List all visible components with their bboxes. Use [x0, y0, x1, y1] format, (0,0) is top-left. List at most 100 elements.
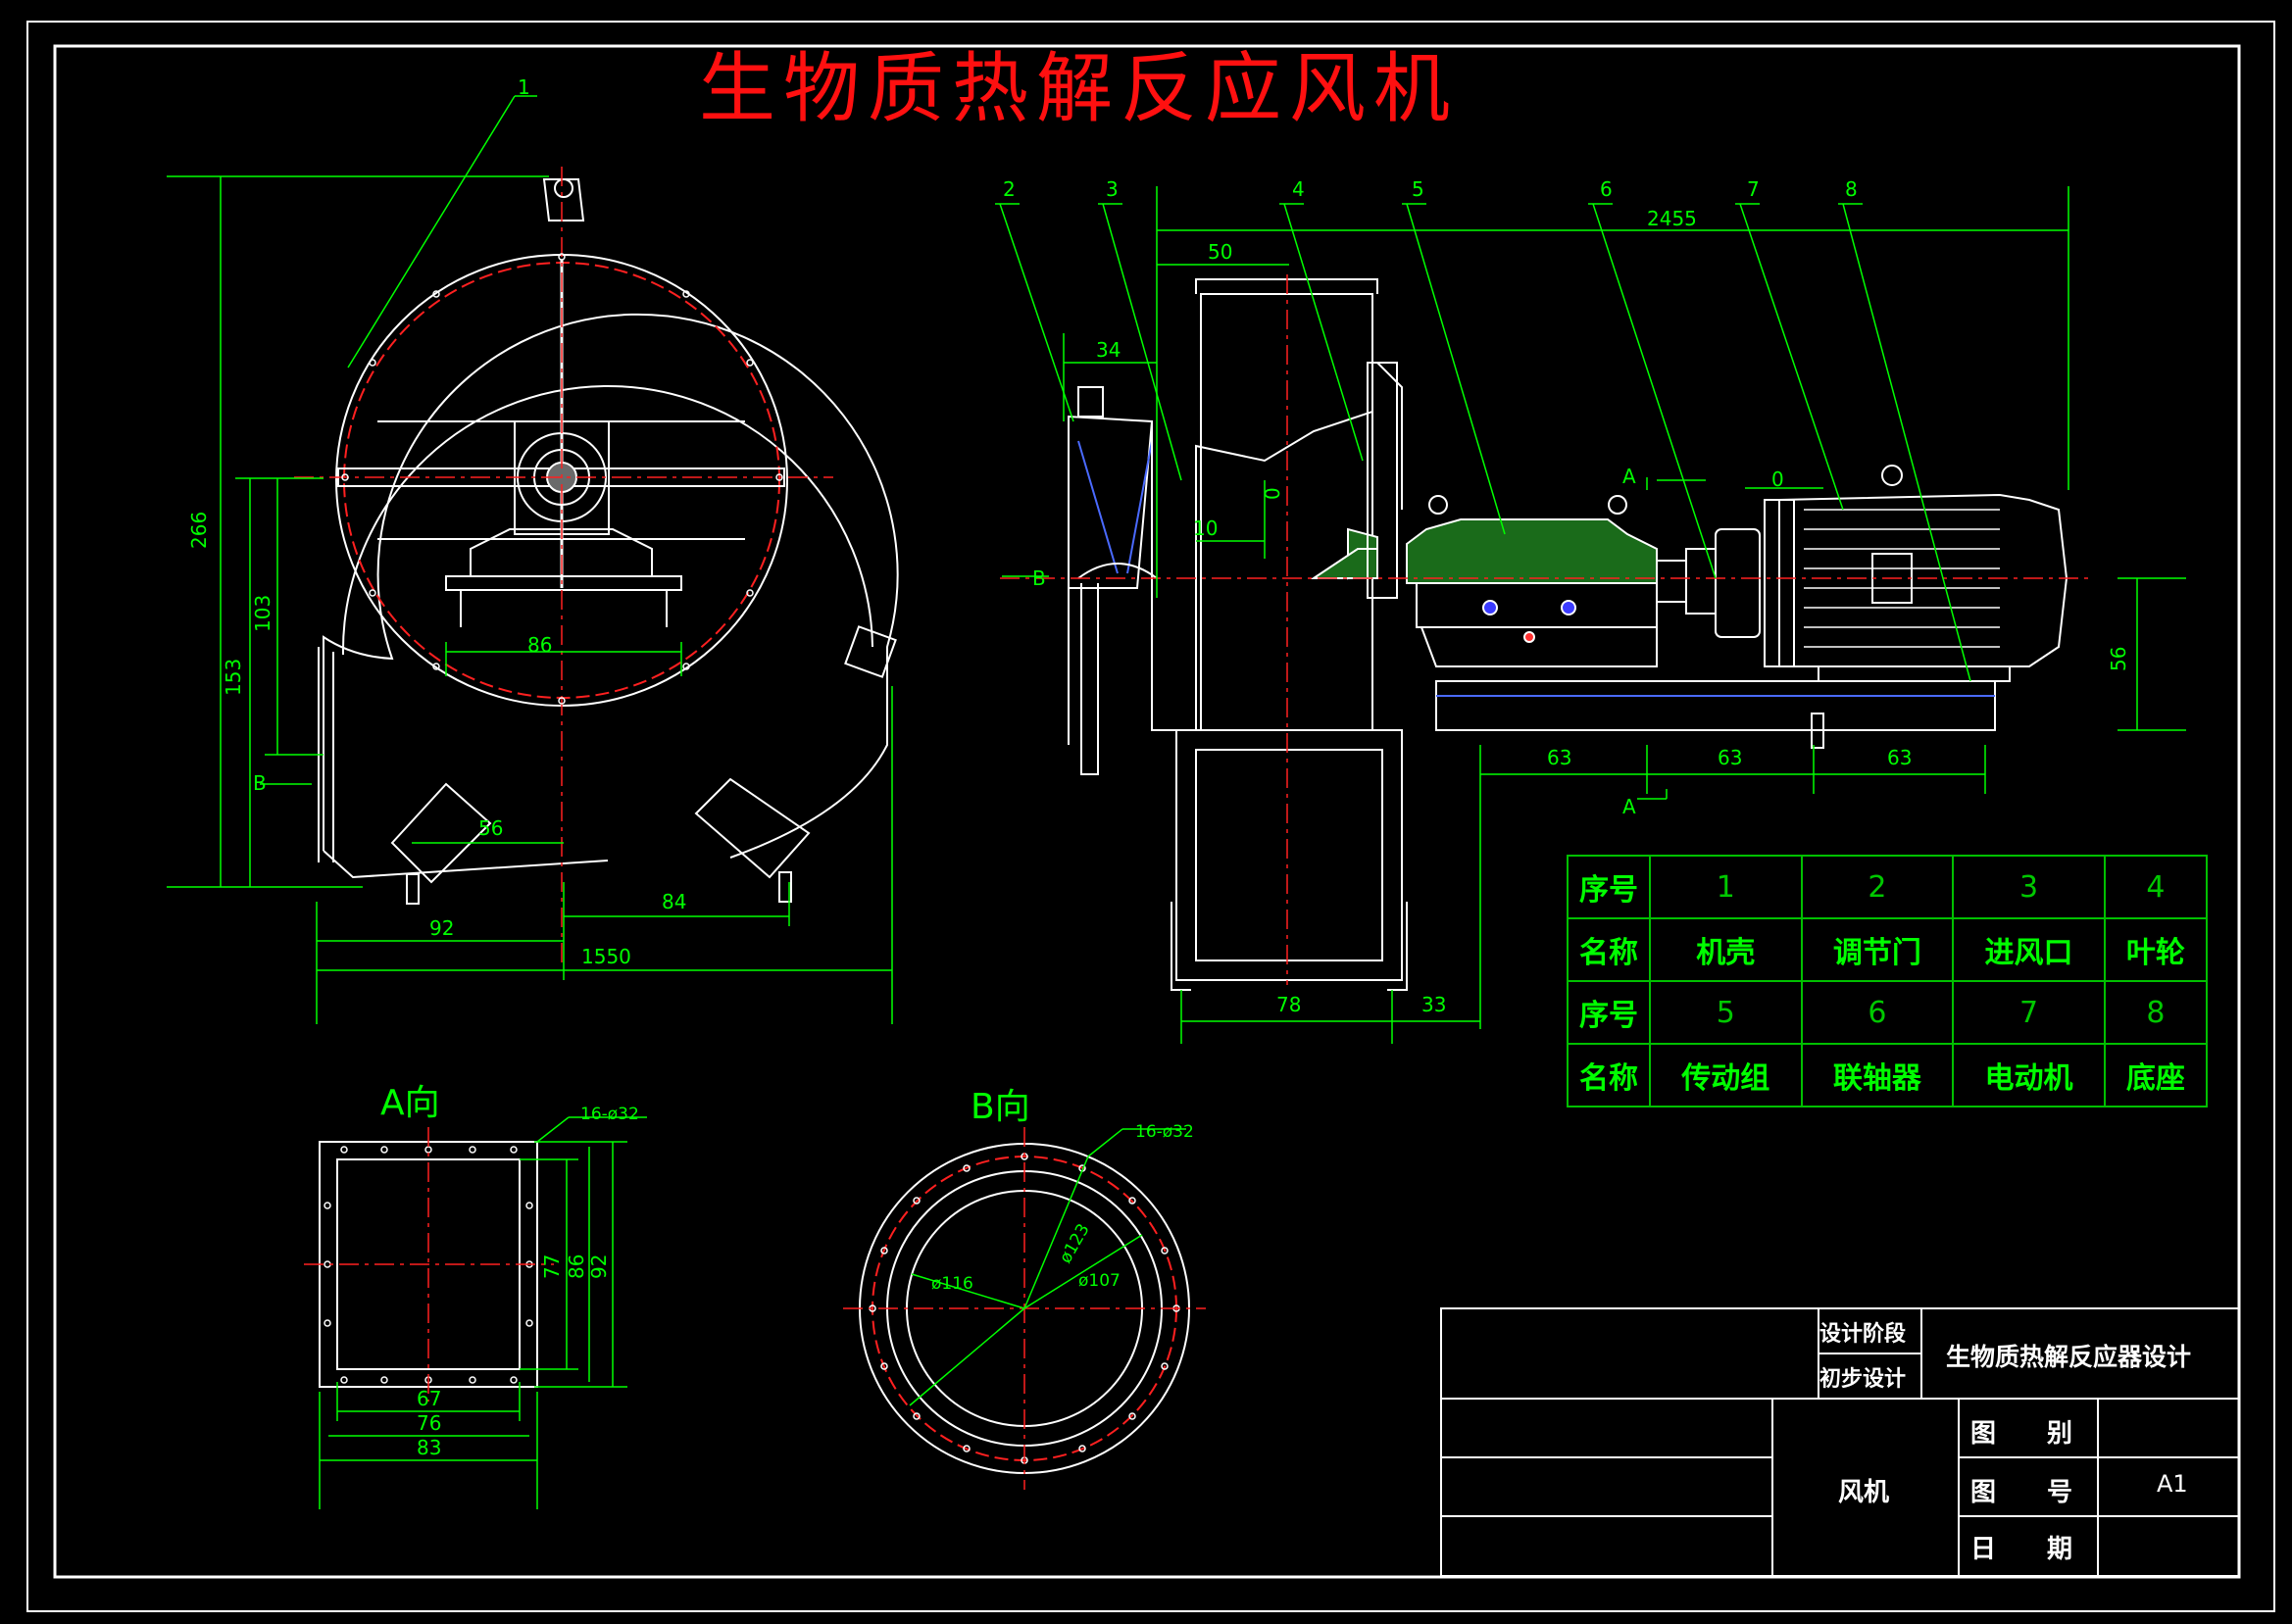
dim-a-67: 67: [417, 1387, 441, 1410]
view-a-holes-note: 16-ø32: [580, 1105, 639, 1124]
tb-date-label: 日 期: [1970, 1535, 2073, 1564]
transmission-housing: [1416, 582, 1658, 628]
anchor-bolt-right: [778, 871, 792, 903]
bom-no-6: 6: [1800, 980, 1955, 1045]
front-centerlines: [294, 167, 833, 965]
motor-endcap: [1764, 499, 1795, 667]
dim-86: 86: [527, 633, 552, 657]
bearing-mark-1: [1482, 600, 1498, 615]
motor-fins: [1804, 509, 2000, 648]
bom-name-1: 机壳: [1649, 917, 1803, 982]
base-bolt: [1811, 713, 1824, 749]
damper-actuator: [1077, 386, 1104, 418]
bom-name-3: 进风口: [1952, 917, 2106, 982]
part-no-6: 6: [1600, 177, 1613, 201]
transmission-cover: [1406, 518, 1658, 584]
dim-84: 84: [662, 890, 686, 913]
inlet-cone: [1077, 563, 1158, 579]
inlet-box: [1068, 415, 1154, 589]
impeller-disk: [1367, 362, 1398, 599]
tb-project: 生物质热解反应器设计: [1946, 1343, 2192, 1371]
view-b-holes-note: 16-ø32: [1135, 1122, 1194, 1142]
lifting-lug-hole: [554, 178, 573, 198]
fan-casing-inner: [341, 385, 873, 656]
part-no-7: 7: [1747, 177, 1760, 201]
bom-no-8: 8: [2103, 980, 2209, 1045]
transmission-lug-1: [1428, 495, 1448, 515]
dim-10: 10: [1193, 517, 1218, 540]
side-b-mark: B: [1032, 566, 1046, 590]
dim-266: 266: [187, 512, 211, 549]
dim-63-c: 63: [1887, 746, 1912, 769]
dim-63-b: 63: [1718, 746, 1742, 769]
tb-number-label: 图 号: [1970, 1478, 2073, 1507]
drawing-frame: [53, 44, 2241, 1579]
bom-table: 序号 1 2 3 4 名称 机壳 调节门 进风口 叶轮 序号 5 6 7 8 名…: [1567, 855, 2209, 1107]
side-view: [1068, 278, 2068, 991]
oil-plug: [1523, 631, 1535, 643]
casing-outlet-edge: [323, 850, 609, 879]
bom-name-2: 调节门: [1800, 917, 1955, 982]
inlet-flange: [1080, 583, 1099, 775]
dim-a-83: 83: [417, 1436, 441, 1459]
motor-feet: [1818, 666, 2011, 682]
part-no-1: 1: [518, 75, 530, 99]
shaft-segment: [1656, 560, 1687, 603]
bom-no-2: 2: [1800, 855, 1955, 919]
bom-name-8: 底座: [2103, 1043, 2209, 1107]
side-centerlines: [1000, 274, 2088, 985]
bom-name-6: 联轴器: [1800, 1043, 1955, 1107]
bearing-mark-2: [1561, 600, 1576, 615]
fan-casing: [323, 313, 899, 859]
pedestal-legs: [460, 590, 668, 627]
dim-a-92: 92: [587, 1255, 611, 1279]
dim-b-123: ø123: [1056, 1220, 1094, 1266]
dim-92: 92: [429, 916, 454, 940]
front-view: [318, 178, 899, 905]
base-frame: [1435, 680, 1996, 731]
bom-row-no-1: 序号 1 2 3 4: [1567, 855, 2209, 919]
front-bolt-holes: [341, 253, 783, 705]
part-no-2: 2: [1003, 177, 1016, 201]
dim-1550: 1550: [581, 945, 631, 968]
dim-b-107: ø107: [1078, 1271, 1121, 1291]
bom-no-7: 7: [1952, 980, 2106, 1045]
dim-0: 0: [1771, 468, 1784, 491]
tb-drawing-name: 风机: [1838, 1478, 1890, 1507]
damper-blades: [1077, 440, 1153, 574]
pedestal-base: [445, 575, 682, 591]
dim-2455: 2455: [1647, 207, 1697, 230]
inspection-port: [844, 625, 897, 678]
front-dimension-lines: [167, 95, 893, 1024]
dim-34: 34: [1096, 338, 1121, 362]
tb-number-value: A1: [2157, 1470, 2188, 1498]
motor-lifting-eye: [1881, 465, 1903, 486]
dim-33: 33: [1421, 993, 1446, 1016]
view-b-dimension-lines: [909, 1128, 1186, 1406]
part-no-3: 3: [1106, 177, 1119, 201]
part-no-4: 4: [1292, 177, 1305, 201]
section-a-top: A: [1622, 465, 1636, 488]
dim-153: 153: [222, 659, 245, 696]
foot-right: [694, 777, 811, 879]
casing-back: [1376, 362, 1403, 510]
outer-border: [26, 21, 2275, 1612]
outlet-duct-inner: [1195, 749, 1383, 961]
bom-no-1: 1: [1649, 855, 1803, 919]
dimension-texts: 1 266 153 103 86 56 92 84 1550 B 2 3 4 5…: [187, 75, 2130, 1459]
motor-body: [1778, 493, 2068, 667]
outlet-flange-side: [1171, 902, 1408, 991]
bom-no-5: 5: [1649, 980, 1803, 1045]
bom-header-name-2: 名称: [1567, 1043, 1651, 1107]
tb-stage-label: 设计阶段: [1819, 1322, 1907, 1347]
outlet-duct: [1175, 729, 1403, 981]
view-b-label: B向: [971, 1087, 1030, 1127]
bom-header-no: 序号: [1567, 855, 1651, 919]
title-block-grid: [1440, 1307, 2240, 1577]
foot-left: [390, 782, 492, 884]
tb-stage-value: 初步设计: [1819, 1367, 1907, 1392]
bom-name-4: 叶轮: [2103, 917, 2209, 982]
part-no-5: 5: [1412, 177, 1424, 201]
dim-50: 50: [1208, 240, 1232, 264]
